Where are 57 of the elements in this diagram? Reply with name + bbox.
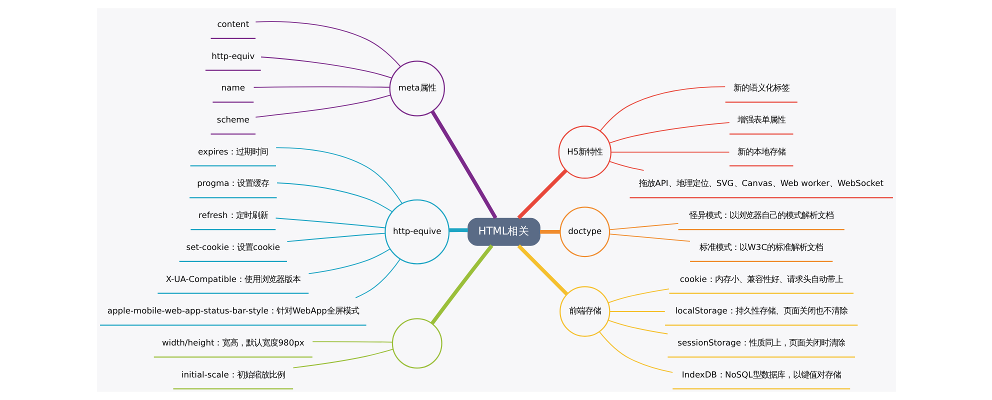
connector bbox=[260, 56, 392, 78]
node-text: set-cookie：设置cookie bbox=[186, 242, 280, 252]
node-box: HTML相关 bbox=[467, 218, 540, 246]
node-text: refresh：定时刷新 bbox=[198, 210, 268, 220]
connector bbox=[540, 230, 560, 234]
node-text: 增强表单属性 bbox=[736, 114, 785, 124]
node-text: content bbox=[216, 18, 249, 29]
node-text: progma：设置缓存 bbox=[196, 178, 269, 188]
connector bbox=[252, 86, 390, 88]
connector bbox=[430, 244, 493, 325]
connector bbox=[430, 110, 497, 220]
node-text: scheme bbox=[216, 114, 249, 124]
connector bbox=[516, 169, 567, 220]
node-text: X-UA-Compatible：使用浏览器版本 bbox=[165, 274, 300, 284]
connector bbox=[292, 348, 394, 368]
connector bbox=[276, 182, 392, 212]
node-circle: H5新特性 bbox=[558, 126, 611, 179]
connector bbox=[607, 288, 669, 304]
connector bbox=[599, 86, 726, 132]
connector bbox=[610, 152, 730, 153]
connector bbox=[254, 21, 401, 68]
node-circle: http-equive bbox=[384, 199, 450, 264]
node-text: apple-mobile-web-app-status-bar-style：针对WebApp全屏模式 bbox=[106, 306, 358, 316]
node-text: http-equiv bbox=[211, 50, 254, 61]
connector bbox=[607, 320, 668, 334]
connector bbox=[312, 341, 392, 343]
node-text: 怪异模式：以浏览器自己的模式解析文档 bbox=[688, 210, 833, 220]
node-circle: meta属性 bbox=[388, 60, 444, 116]
connector bbox=[598, 331, 673, 373]
connector bbox=[608, 311, 665, 312]
node-text: 新的本地存储 bbox=[736, 146, 785, 156]
connector bbox=[286, 232, 385, 242]
node-text: expires：过期时间 bbox=[198, 146, 268, 156]
node-text: width/height：宽高，默认宽度980px bbox=[161, 337, 304, 348]
node-circle: doctype bbox=[559, 206, 610, 258]
node-text: cookie：内存小、兼容性好、请求头自动带上 bbox=[679, 274, 842, 284]
node-text: 新的语义化标签 bbox=[732, 82, 789, 93]
node-text: initial-scale：初始缩放比例 bbox=[180, 369, 284, 380]
node-circle: 前端存储 bbox=[559, 286, 610, 337]
connector bbox=[275, 147, 402, 204]
node-text: 拖放API、地理定位、SVG、Canvas、Web worker、WebSocket bbox=[638, 178, 884, 188]
node-text: IndexDB：NoSQL型数据库，以键值对存储 bbox=[681, 369, 840, 380]
connector bbox=[448, 228, 468, 232]
connector bbox=[308, 248, 390, 274]
node-text: name bbox=[220, 82, 244, 93]
node-text: sessionStorage：性质同上，页面关闭时清除 bbox=[677, 337, 845, 348]
node-circle bbox=[391, 318, 442, 369]
connector bbox=[274, 218, 386, 228]
node-text: 标准模式：以W3C的标准解析文档 bbox=[699, 242, 823, 252]
connector bbox=[254, 94, 391, 118]
connector bbox=[354, 258, 400, 298]
connector bbox=[608, 122, 730, 144]
connector bbox=[608, 222, 678, 230]
node-text: localStorage：持久性存储、页面关闭也不清除 bbox=[674, 306, 847, 316]
connector bbox=[608, 234, 690, 242]
connector bbox=[516, 244, 568, 296]
connector bbox=[608, 160, 644, 171]
